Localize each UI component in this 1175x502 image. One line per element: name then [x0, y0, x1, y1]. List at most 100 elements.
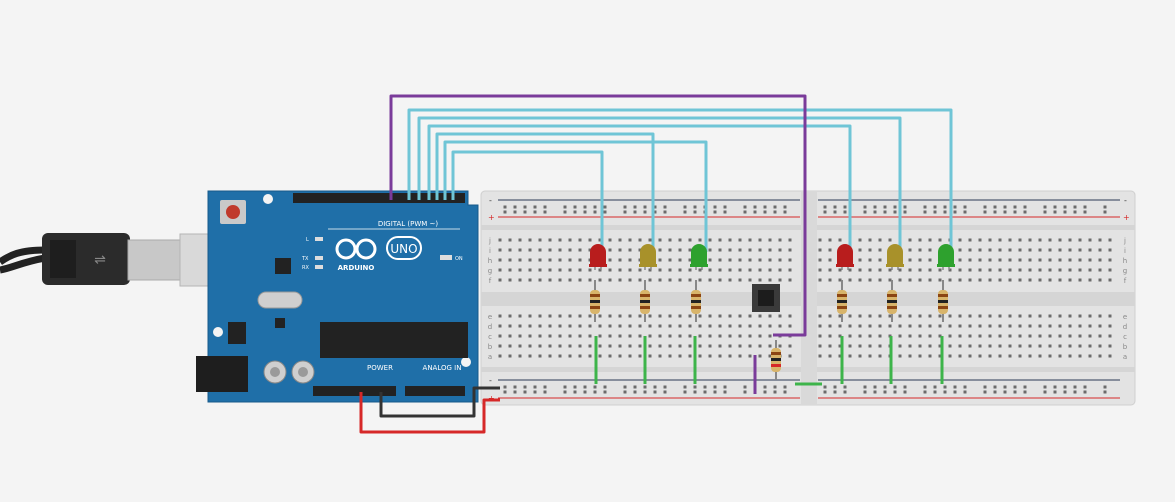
hole — [823, 210, 827, 214]
hole — [968, 354, 972, 358]
hole — [1008, 314, 1012, 318]
hole — [713, 205, 717, 209]
hole — [678, 344, 682, 348]
hole — [1008, 248, 1012, 252]
hole — [628, 278, 632, 282]
hole — [508, 268, 512, 272]
hole — [943, 205, 947, 209]
hole — [868, 248, 872, 252]
hole — [783, 385, 787, 389]
hole — [693, 390, 697, 394]
hole — [568, 314, 572, 318]
hole — [678, 278, 682, 282]
hole — [543, 205, 547, 209]
hole — [988, 314, 992, 318]
hole — [1053, 210, 1057, 214]
hole — [818, 248, 822, 252]
digital-header — [293, 193, 465, 203]
push-button[interactable] — [752, 284, 780, 312]
hole — [608, 258, 612, 262]
hole — [1053, 390, 1057, 394]
hole — [988, 334, 992, 338]
hole — [748, 248, 752, 252]
hole — [618, 268, 622, 272]
hole — [788, 354, 792, 358]
hole — [738, 324, 742, 328]
hole — [628, 334, 632, 338]
hole — [1108, 278, 1112, 282]
hole — [618, 324, 622, 328]
hole — [958, 238, 962, 242]
hole — [718, 324, 722, 328]
hole — [528, 238, 532, 242]
hole — [548, 334, 552, 338]
hole — [938, 314, 942, 318]
hole — [518, 258, 522, 262]
hole — [563, 205, 567, 209]
hole — [1028, 268, 1032, 272]
row-letter: b — [488, 343, 493, 351]
hole — [558, 268, 562, 272]
hole — [528, 324, 532, 328]
resistor — [938, 280, 948, 322]
row-letter: c — [488, 333, 492, 341]
hole — [703, 385, 707, 389]
hole — [868, 258, 872, 262]
hole — [1018, 248, 1022, 252]
hole — [878, 268, 882, 272]
hole — [498, 278, 502, 282]
hole — [878, 354, 882, 358]
hole — [1028, 344, 1032, 348]
hole — [838, 344, 842, 348]
row-letter: a — [1123, 353, 1127, 361]
hole — [833, 390, 837, 394]
hole — [1048, 248, 1052, 252]
hole — [958, 354, 962, 358]
resistor — [887, 280, 897, 322]
row-letter: h — [488, 257, 492, 265]
hole — [1108, 258, 1112, 262]
hole — [503, 385, 507, 389]
hole — [1078, 314, 1082, 318]
hole — [1058, 238, 1062, 242]
hole — [1053, 205, 1057, 209]
hole — [588, 334, 592, 338]
hole — [728, 344, 732, 348]
hole — [1038, 248, 1042, 252]
hole — [513, 210, 517, 214]
hole — [908, 258, 912, 262]
hole — [1008, 354, 1012, 358]
hole — [933, 390, 937, 394]
hole — [988, 248, 992, 252]
hole — [508, 278, 512, 282]
hole — [828, 314, 832, 318]
hole — [1088, 238, 1092, 242]
hole — [1078, 248, 1082, 252]
wire-pin-7 — [407, 108, 953, 252]
hole — [683, 390, 687, 394]
hole — [688, 268, 692, 272]
hole — [1028, 278, 1032, 282]
hole — [543, 210, 547, 214]
hole — [898, 334, 902, 338]
hole — [688, 248, 692, 252]
hole — [998, 354, 1002, 358]
hole — [778, 324, 782, 328]
arduino-board[interactable]: UNO ARDUINO DIGITAL (PWM ~) L TX RX ON P… — [196, 190, 479, 403]
hole — [598, 334, 602, 338]
hole — [943, 390, 947, 394]
svg-text:⇌: ⇌ — [94, 252, 106, 268]
hole — [548, 354, 552, 358]
hole — [518, 238, 522, 242]
hole — [628, 248, 632, 252]
hole — [1048, 354, 1052, 358]
hole — [1018, 238, 1022, 242]
hole — [608, 344, 612, 348]
hole — [1038, 344, 1042, 348]
hole — [668, 238, 672, 242]
hole — [868, 334, 872, 338]
hole — [558, 278, 562, 282]
hole — [598, 268, 602, 272]
hole — [773, 205, 777, 209]
